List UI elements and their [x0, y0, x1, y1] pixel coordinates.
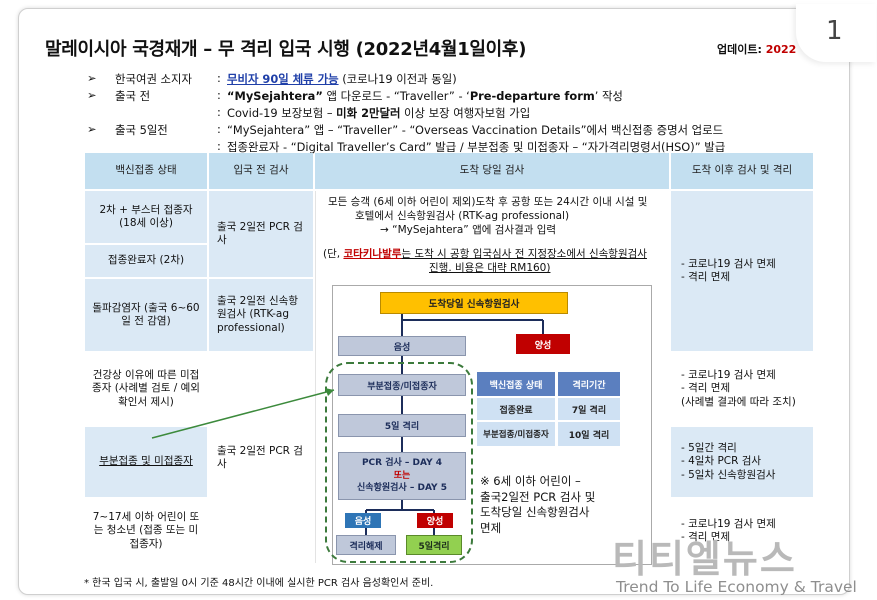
post-arrival-quarantine: - 5일간 격리 - 4일차 PCR 검사 - 5일차 신속항원검사 — [671, 427, 813, 497]
arrival-note: (단, 코타키나발루는 도착 시 공항 입국심사 전 지정장소에서 신속항원검사 — [323, 248, 647, 260]
mini-row2-period: 10일 격리 — [558, 422, 620, 446]
flow-positive: 양성 — [516, 334, 570, 354]
mini-row1-status: 접종완료 — [477, 398, 555, 420]
flow-partial: 부분접종/미접종자 — [338, 374, 466, 396]
arrival-line-3: → “MySejahtera” 앱에 검사결과 입력 — [380, 224, 557, 236]
page-number-tab: 1 — [796, 4, 876, 62]
row-partial-unvaccinated: 부분접종 및 미접종자 — [85, 427, 207, 497]
page-number: 1 — [826, 16, 843, 46]
arrival-note-line2: 진행. 비용은 대략 RM160) — [429, 262, 551, 274]
post-arrival-exempt-children: - 코로나19 검사 면제 - 격리 면제 — [671, 499, 813, 563]
flow-five-more: 5일격리 — [406, 535, 462, 555]
header-pre-entry-test: 입국 전 검사 — [209, 153, 313, 189]
child-exemption-note: ※ 6세 이하 어린이 – 출국2일전 PCR 검사 및 도착당일 신속항원검사… — [480, 474, 596, 535]
mini-header-vaccination: 백신접종 상태 — [477, 372, 555, 396]
row-medical-exempt: 건강상 이유에 따른 미접종자 (사례별 검토 / 예외확인서 제시) — [85, 353, 207, 425]
update-date: 2022 — [765, 43, 797, 56]
mini-row2-status: 부분접종/미접종자 — [477, 422, 555, 446]
mini-header-period: 격리기간 — [558, 372, 620, 396]
flow-positive-2: 양성 — [417, 513, 453, 528]
flow-pcr-test: PCR 검사 – DAY 4 또는 신속항원검사 – DAY 5 — [338, 452, 466, 500]
post-arrival-exempt-medical: - 코로나19 검사 면제 - 격리 면제 (사례별 결과에 따라 조치) — [671, 353, 813, 425]
info-label: 한국여권 소지자 — [115, 72, 192, 86]
mini-row1-period: 7일 격리 — [558, 398, 620, 420]
info-label: 출국 5일전 — [115, 123, 168, 137]
footnote: * 한국 입국 시, 출발일 0시 기준 48시간 이내에 실시한 PCR 검사… — [84, 578, 434, 589]
flow-rapid-test: 도착당일 신속항원검사 — [380, 292, 568, 314]
flow-release: 격리해제 — [336, 535, 396, 555]
header-vaccination: 백신접종 상태 — [85, 153, 207, 189]
watermark-tagline: Trend To Life Economy & Travel — [616, 578, 857, 596]
header-arrival-test: 도착 당일 검사 — [315, 153, 669, 189]
arrival-line-2: 호텔에서 신속항원검사 (RTK-ag professional) — [355, 210, 570, 222]
pre-test-pcr-2: 출국 2일전 PCR 검사 — [209, 353, 313, 563]
pre-test-rtk: 출국 2일전 신속항원검사 (RTK-ag professional) — [209, 279, 313, 351]
watermark-logo: 티티엘뉴스 — [612, 537, 797, 581]
flow-five-day-quarantine: 5일 격리 — [338, 414, 466, 437]
row-booster: 2차 + 부스터 접종자 (18세 이상) — [85, 191, 207, 243]
update-prefix: 업데이트: — [717, 43, 766, 56]
pre-test-pcr-1: 출국 2일전 PCR 검사 — [209, 191, 313, 277]
update-label: 업데이트: 2022 — [717, 41, 796, 57]
arrival-line-1: 모든 승객 (6세 이하 어린이 제외)도착 후 공항 또는 24시간 이내 시… — [328, 196, 648, 208]
page-title: 말레이시아 국경재개 – 무 격리 입국 시행 (2022년4월1일이후) — [45, 39, 527, 60]
info-label: 출국 전 — [115, 89, 151, 103]
header-post-arrival: 도착 이후 검사 및 격리 — [671, 153, 813, 189]
post-arrival-exempt-1: - 코로나19 검사 면제 - 격리 면제 — [671, 191, 813, 351]
flow-negative-2: 음성 — [345, 513, 381, 528]
row-children: 7~17세 이하 어린이 또는 청소년 (접종 또는 미접종자) — [85, 499, 207, 563]
row-fully-vaccinated: 접종완료자 (2차) — [85, 245, 207, 277]
row-breakthrough: 돌파감염자 (출국 6~60일 전 감염) — [85, 279, 207, 351]
flow-negative: 음성 — [338, 336, 466, 356]
